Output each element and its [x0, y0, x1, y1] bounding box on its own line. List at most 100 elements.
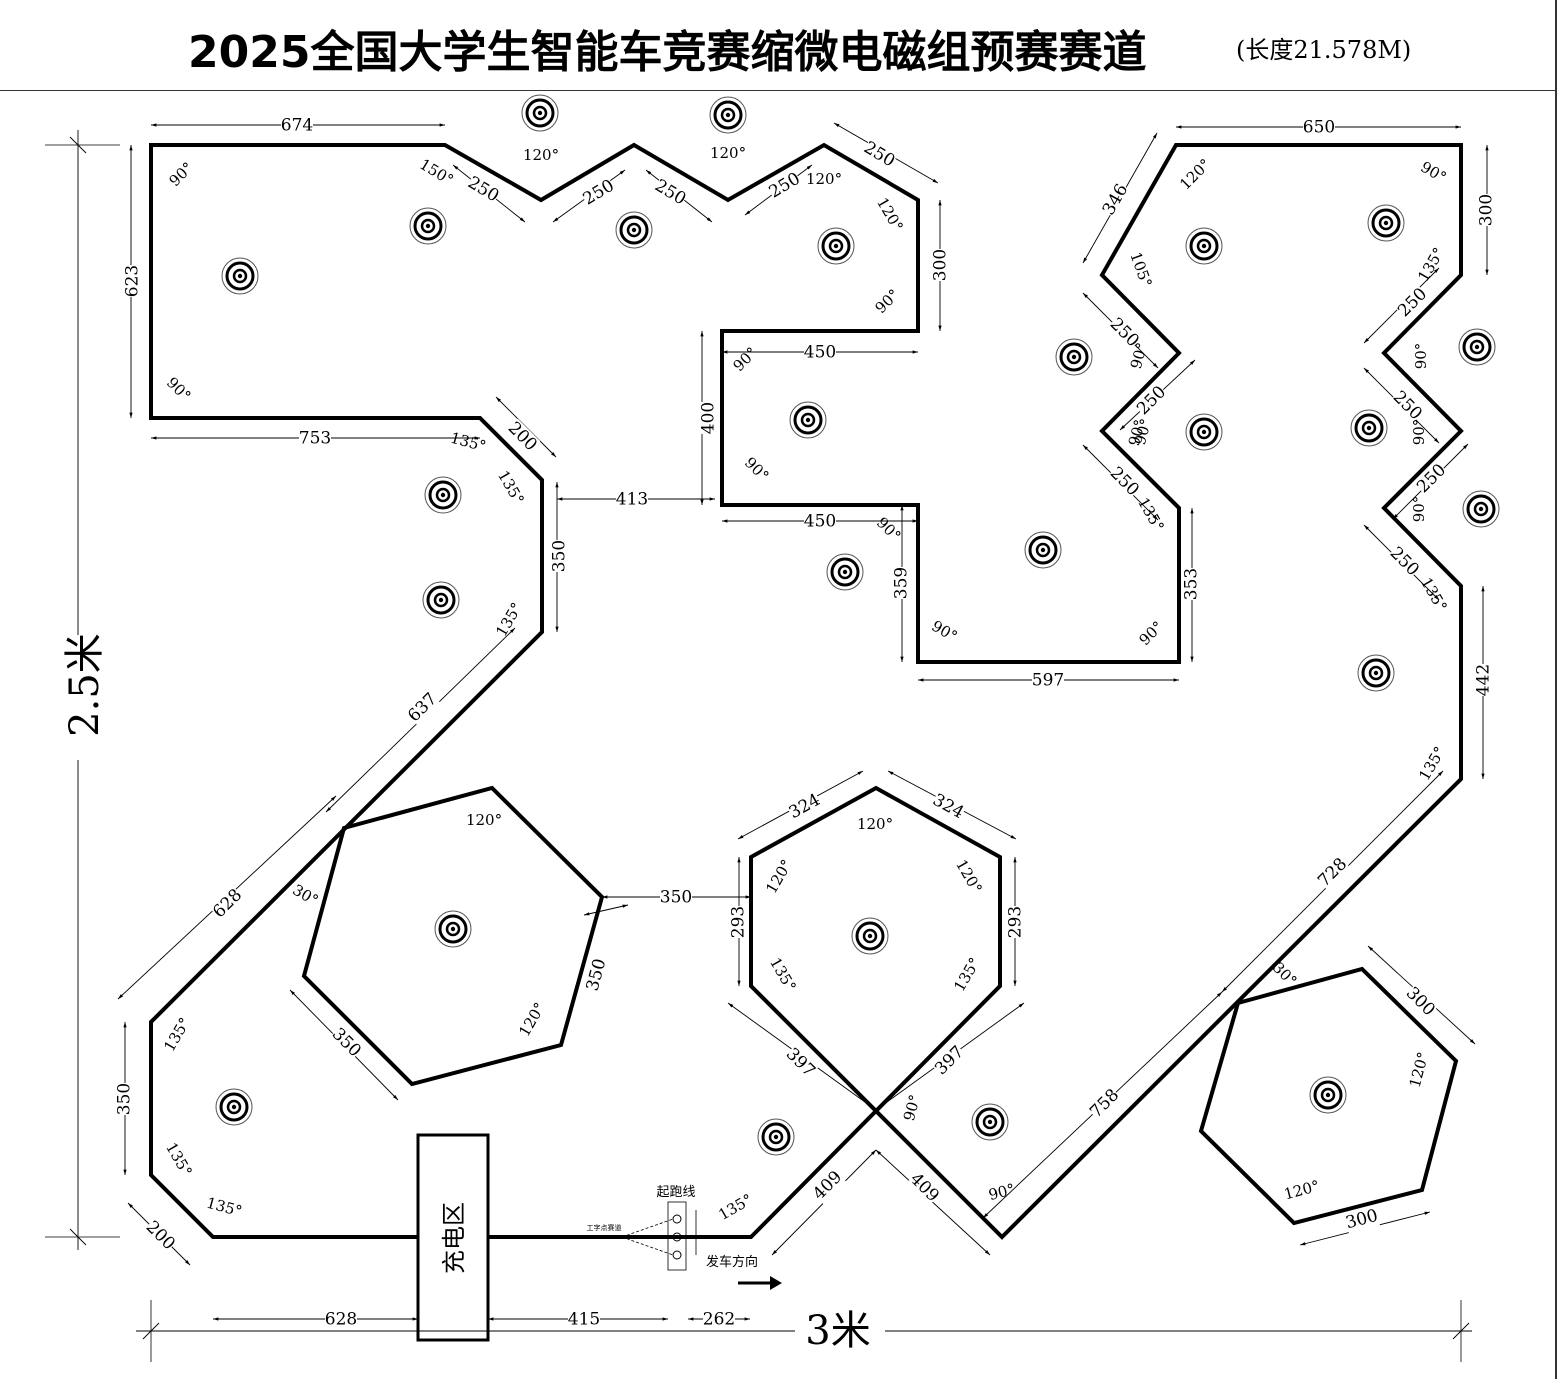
dimension-d450a: 450: [722, 343, 918, 363]
magnet-target: [1309, 1076, 1347, 1114]
angle-label: 120°: [710, 144, 746, 162]
dimension-d413: 413: [557, 490, 715, 510]
dimension-label: 442: [1474, 664, 1494, 696]
dimension-label: 300: [1477, 194, 1497, 226]
angle-label: 135°: [448, 429, 488, 456]
angle-label: 90°: [872, 286, 904, 318]
angle-label: 135°: [1134, 494, 1168, 534]
dimension-label: 450: [804, 512, 836, 532]
angle-label: 120°: [466, 811, 502, 829]
dimension-label: 637: [404, 689, 441, 726]
angle-label: 90°: [741, 454, 773, 486]
angle-label: 135°: [204, 1194, 244, 1221]
dimension-label: 650: [1303, 118, 1335, 138]
dimension-label: 262: [703, 1310, 735, 1330]
angle-label: 120°: [523, 146, 559, 164]
angle-label: 135°: [715, 1190, 755, 1224]
dimension-d397a: 397: [727, 1002, 877, 1111]
magnet-target: [1367, 204, 1405, 242]
dimension-d200a: 200: [495, 396, 557, 458]
magnet-target: [1462, 490, 1500, 528]
angle-label: 120°: [952, 856, 986, 896]
magnet-target: [1055, 338, 1093, 376]
dimension-d293a: 293: [729, 857, 749, 986]
angle-label: 90°: [873, 514, 905, 546]
angle-label: 120°: [762, 856, 796, 896]
dimension-d450b: 450: [722, 512, 918, 532]
dimension-d628b: 628: [213, 1310, 418, 1330]
dimension-d674: 674: [151, 116, 445, 136]
charging-zone-label: 充电区: [440, 1202, 468, 1274]
magnet-target: [971, 1103, 1009, 1141]
dimension-d442: 442: [1474, 586, 1494, 779]
dimension-label: 350: [550, 540, 570, 572]
dimension-label: 674: [281, 116, 313, 136]
dimension-label: 250: [1389, 387, 1426, 424]
magnet-target: [709, 96, 747, 134]
angle-label: 135°: [1417, 574, 1451, 614]
angle-label: 150°: [416, 155, 456, 189]
dimension-d623: 623: [123, 145, 143, 418]
dimension-d415: 415: [488, 1310, 668, 1330]
dimension-label: 628: [325, 1310, 357, 1330]
dimension-d250a: 250: [452, 164, 526, 223]
dimension-label: 250: [1413, 460, 1450, 497]
angle-label: 90°: [1410, 496, 1428, 523]
direction-label: 发车方向: [706, 1254, 758, 1270]
dimension-label: 300: [931, 249, 951, 281]
dimension-label: 597: [1032, 671, 1064, 691]
angle-label: 90°: [1417, 158, 1449, 187]
dimension-d650: 650: [1175, 118, 1462, 138]
angle-label: 120°: [1406, 1050, 1433, 1090]
angle-label: 90°: [1412, 343, 1430, 370]
angle-label: 135°: [162, 1139, 196, 1179]
magnet-target: [757, 1118, 795, 1156]
angle-label: 120°: [1282, 1177, 1322, 1204]
start-line: [621, 1201, 697, 1271]
magnet-target: [521, 94, 559, 132]
magnet-target: [434, 910, 472, 948]
magnet-target: [817, 227, 855, 265]
angle-label: 90°: [1136, 618, 1168, 650]
magnet-target: [1024, 531, 1062, 569]
dimension-d300a: 300: [931, 200, 951, 331]
angle-label: 135°: [766, 954, 800, 994]
angle-label: 105°: [1126, 250, 1155, 290]
dimension-d250b: 250: [552, 169, 626, 223]
dimension-label: 628: [209, 885, 246, 922]
dimension-label: 293: [729, 906, 749, 938]
track-length-note: (长度21.578M): [1236, 36, 1412, 64]
dimension-label: 250: [1386, 543, 1423, 580]
overall-height-label: 2.5米: [62, 633, 108, 737]
page-title: 2025全国大学生智能车竞赛缩微电磁组预赛赛道: [188, 27, 1147, 78]
angle-label: 120°: [515, 999, 549, 1039]
dimension-label: 623: [123, 265, 143, 297]
direction-arrow: [738, 1276, 782, 1290]
charging-zone-box: [416, 1133, 490, 1342]
angle-label: 30°: [289, 881, 321, 910]
angle-label: 120°: [873, 194, 907, 234]
dimension-d597: 597: [918, 671, 1180, 691]
overall-width-label: 3米: [805, 1308, 870, 1354]
angle-label: 135°: [1414, 244, 1448, 284]
dimension-label: 250: [1133, 382, 1170, 419]
dimension-d250c: 250: [645, 169, 713, 223]
dimension-d200b: 200: [127, 1202, 191, 1266]
magnet-target: [826, 553, 864, 591]
dimension-d300b: 300: [1477, 145, 1497, 275]
angle-label: 135°: [492, 599, 526, 639]
overall-dimensions: [45, 130, 1472, 1362]
magnet-target: [215, 1088, 253, 1126]
dimension-label: 350: [115, 1083, 135, 1115]
dimension-d753: 753: [151, 429, 480, 449]
angle-label: 90°: [987, 1180, 1017, 1204]
dimension-label: 359: [892, 567, 912, 599]
magnet-target: [221, 257, 259, 295]
dimension-label: 250: [1394, 284, 1431, 321]
dimension-label: 350: [660, 888, 692, 908]
dimension-d400: 400: [699, 331, 719, 505]
dimension-d359: 359: [892, 505, 912, 662]
dimension-d293b: 293: [1006, 857, 1026, 986]
angle-label: 90°: [900, 1093, 924, 1123]
angle-label: 120°: [806, 170, 842, 188]
